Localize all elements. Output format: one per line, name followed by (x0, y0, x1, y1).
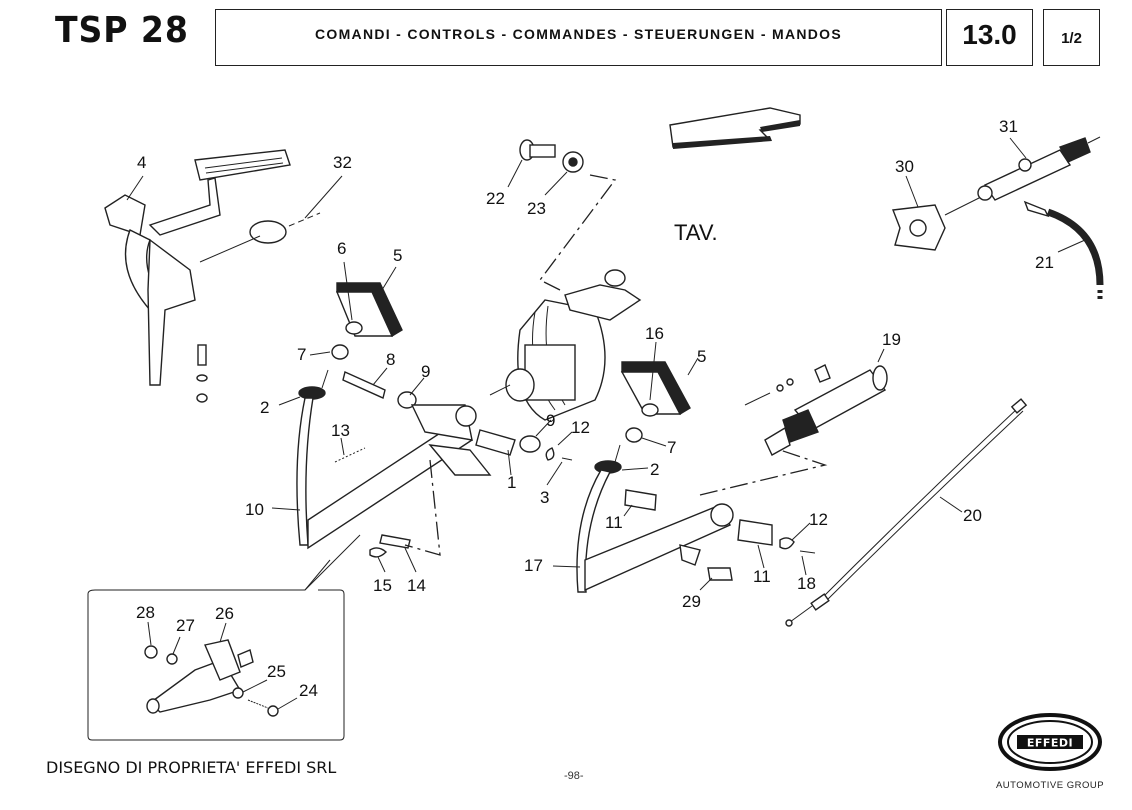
slave-cylinder-31 (977, 136, 1101, 201)
callout-25: 25 (267, 662, 286, 681)
bracket-30 (892, 204, 946, 251)
page-box: 1/2 (1043, 9, 1100, 66)
callout-21: 21 (1035, 253, 1054, 272)
callout-23: 23 (527, 199, 546, 218)
callout-12-lower: 12 (809, 510, 828, 529)
page-title: COMANDI - CONTROLS - COMMANDES - STEUERU… (315, 26, 842, 42)
hose-21 (1023, 200, 1104, 300)
pin-22 (519, 139, 556, 161)
inset-parts (144, 639, 279, 717)
callout-18: 18 (797, 574, 816, 593)
model-code: TSP 28 (55, 10, 189, 51)
section-number: 13.0 (962, 19, 1017, 50)
callout-30: 30 (895, 157, 914, 176)
callout-5-left: 5 (393, 246, 402, 265)
callout-6: 6 (337, 239, 346, 258)
callout-13: 13 (331, 421, 350, 440)
callout-15: 15 (373, 576, 392, 595)
leader-lines (126, 137, 1086, 710)
callout-5-right: 5 (697, 347, 706, 366)
callout-27: 27 (176, 616, 195, 635)
callout-4: 4 (137, 153, 146, 172)
callout-26: 26 (215, 604, 234, 623)
page-indicator: 1/2 (1061, 30, 1082, 47)
callout-16: 16 (645, 324, 664, 343)
page-number: -98- (564, 770, 584, 782)
nut-23 (562, 151, 584, 173)
logo-text: EFFEDI (1027, 737, 1073, 750)
callout-11-right: 11 (753, 567, 771, 586)
callout-2-right: 2 (650, 460, 659, 479)
callout-8: 8 (386, 350, 395, 369)
callout-10: 10 (245, 500, 264, 519)
callout-7-right: 7 (667, 438, 676, 457)
clutch-pedal-assembly (576, 427, 816, 593)
title-box: COMANDI - CONTROLS - COMMANDES - STEUERU… (215, 9, 942, 66)
logo-subtitle: AUTOMOTIVE GROUP (995, 780, 1105, 791)
callout-17: 17 (524, 556, 543, 575)
direction-arrow-icon (669, 107, 801, 149)
inset-pointer (304, 534, 361, 591)
pedal-pad-left (335, 282, 403, 338)
callout-11-left: 11 (605, 513, 623, 532)
reference-label-tav: TAV. (674, 220, 718, 245)
callout-31: 31 (999, 117, 1018, 136)
callout-22: 22 (486, 189, 505, 208)
cable-32-dashed (288, 212, 321, 227)
callout-14: 14 (407, 576, 426, 595)
callout-9-right: 9 (546, 411, 555, 430)
callout-1: 1 (507, 473, 516, 492)
callout-29: 29 (682, 592, 701, 611)
clutch-master-cylinder-19 (744, 364, 888, 456)
clutch-cable-20 (785, 398, 1028, 627)
callout-20: 20 (963, 506, 982, 525)
effedi-logo-icon: EFFEDI (998, 713, 1102, 771)
callout-2-left: 2 (260, 398, 269, 417)
callout-19: 19 (882, 330, 901, 349)
brake-pedal-assembly (296, 344, 573, 558)
callout-28: 28 (136, 603, 155, 622)
callout-3: 3 (540, 488, 549, 507)
callout-12-upper: 12 (571, 418, 590, 437)
callout-7-left: 7 (297, 345, 306, 364)
callout-32: 32 (333, 153, 352, 172)
section-box: 13.0 (946, 9, 1033, 66)
callout-9-left: 9 (421, 362, 430, 381)
callout-24: 24 (299, 681, 318, 700)
brake-servo-assembly (489, 269, 642, 421)
pedal-pad-right (620, 361, 691, 417)
ownership-notice: DISEGNO DI PROPRIETA' EFFEDI SRL (46, 758, 337, 777)
accelerator-pedal-assembly (104, 149, 291, 403)
